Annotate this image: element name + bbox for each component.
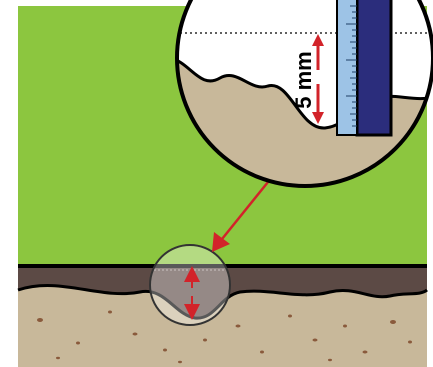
measuring-post bbox=[357, 0, 391, 135]
ruler bbox=[337, 0, 357, 135]
magnifier-lens bbox=[150, 245, 230, 325]
measurement-label: 5 mm bbox=[291, 51, 316, 108]
